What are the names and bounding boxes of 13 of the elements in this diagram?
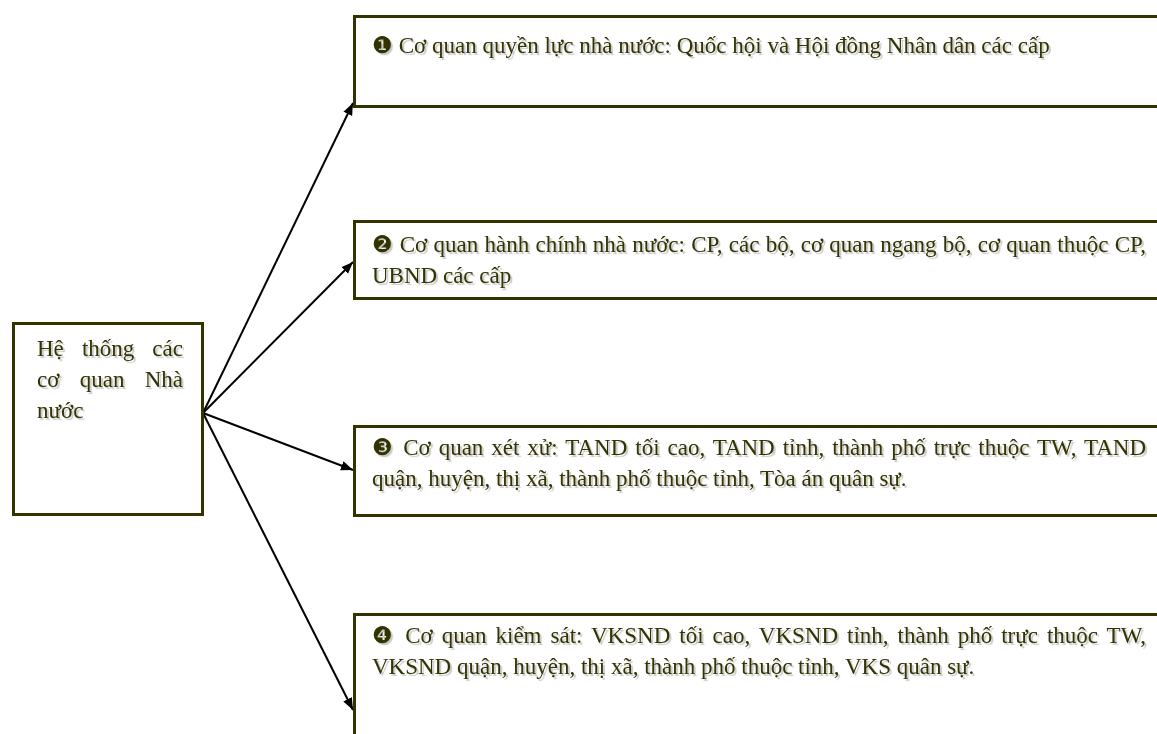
text-box — [353, 613, 1157, 734]
box-text: ❶ Cơ quan quyền lực nhà nước: Quốc hội và Hội đồng Nhân dân các cấp — [372, 32, 1051, 60]
box-text: ❷ Cơ quan hành chính nhà nước: CP, các bộ, cơ quan ngang bộ, cơ quan thuộc CP, UBND các cấp — [372, 231, 1146, 290]
arrow — [202, 261, 354, 414]
box-text: ❸ Cơ quan xét xử: TAND tối cao, TAND tỉnh, thành phố trực thuộc TW, TAND quận, huyện, thị xã, thành phố thuộc tỉnh, Tòa án quân sự. — [372, 434, 1146, 493]
box-text: ❹ Cơ quan kiểm sát: VKSND tối cao, VKSND tỉnh, thành phố trực thuộc TW, VKSND quận, huyện, thị xã, thành phố thuộc tỉnh, VKS quân sự. — [372, 622, 1146, 681]
text-box — [353, 425, 1157, 517]
arrow — [202, 412, 354, 471]
text-box — [353, 15, 1157, 108]
text-box — [353, 220, 1157, 300]
box-text: Hệ thống các cơ quan Nhà nước — [37, 335, 183, 425]
text-box — [12, 322, 204, 516]
arrow — [202, 412, 354, 711]
